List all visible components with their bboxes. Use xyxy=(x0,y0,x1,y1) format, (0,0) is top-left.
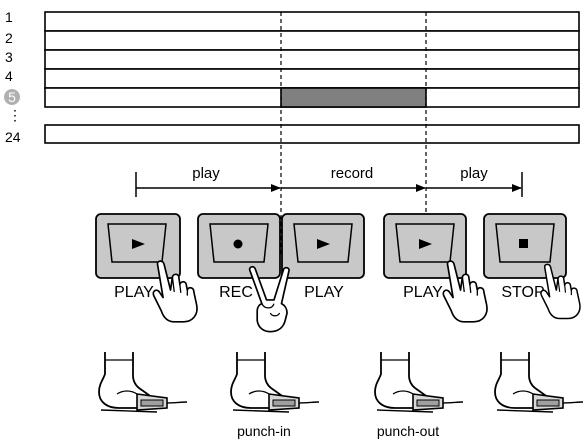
play-icon xyxy=(317,239,330,249)
punch-in-label: punch-in xyxy=(237,423,291,439)
track-number-1: 1 xyxy=(5,9,13,25)
button-label-play-2: PLAY xyxy=(304,284,344,301)
rec-button[interactable]: REC xyxy=(197,213,281,301)
record-dot-icon xyxy=(233,239,243,249)
foot-pedal-icon xyxy=(98,351,188,413)
selected-track-badge xyxy=(4,89,20,105)
track-number-3: 3 xyxy=(5,49,13,65)
track-number-4: 4 xyxy=(5,68,13,84)
play-button-2[interactable]: PLAY xyxy=(281,213,365,301)
track-bar-24 xyxy=(44,124,580,144)
button-label-play-1: PLAY xyxy=(114,284,154,301)
track-bar-1 xyxy=(44,11,580,32)
button-label-stop: STOP xyxy=(501,284,544,301)
play-icon xyxy=(132,239,145,249)
track-number-5: 5 xyxy=(8,89,16,105)
punch-out-label: punch-out xyxy=(377,423,439,439)
foot-pedal-icon xyxy=(230,351,320,413)
track-bar-2 xyxy=(44,30,580,51)
play-button-3[interactable]: PLAY xyxy=(383,213,467,301)
stop-button[interactable]: STOP xyxy=(483,213,567,301)
button-label-rec: REC xyxy=(219,284,253,301)
foot-pedal-icon xyxy=(374,351,464,413)
play-icon xyxy=(419,239,432,249)
button-label-play-3: PLAY xyxy=(403,284,443,301)
foot-pedal-icon xyxy=(494,351,584,413)
track-bar-4 xyxy=(44,68,580,89)
timeline: play record play xyxy=(135,165,523,197)
segment-label-play-2: play xyxy=(460,165,488,182)
track-rows: 1 2 3 4 5 ⋮ 24 xyxy=(4,9,580,145)
segment-label-play-1: play xyxy=(192,165,220,182)
stop-icon xyxy=(519,239,528,248)
segment-label-record: record xyxy=(331,165,374,182)
track-ellipsis: ⋮ xyxy=(8,107,22,123)
track-number-24: 24 xyxy=(5,129,21,145)
record-region xyxy=(280,87,427,108)
track-bar-3 xyxy=(44,49,580,70)
track-number-2: 2 xyxy=(5,30,13,46)
